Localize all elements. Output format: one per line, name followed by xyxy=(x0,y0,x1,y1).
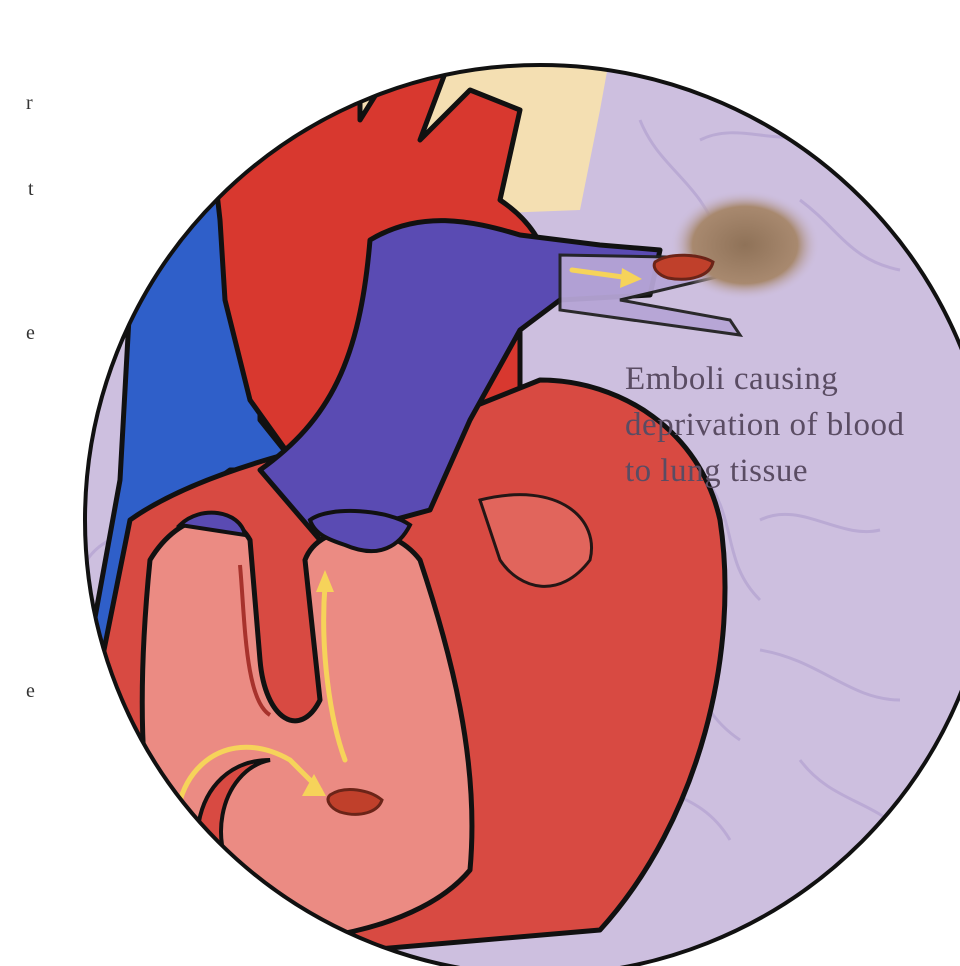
cropped-text-fragment: r xyxy=(26,92,33,115)
cropped-text-fragment: t xyxy=(28,178,34,201)
embolus-icon xyxy=(328,790,382,815)
cropped-text-fragment: e xyxy=(26,322,35,345)
caption-line: deprivation of blood xyxy=(625,402,955,448)
caption-line: Emboli causing xyxy=(625,356,955,402)
infarct-area xyxy=(670,190,820,300)
right-ventricle xyxy=(142,517,472,942)
caption-line: to lung tissue xyxy=(625,448,955,494)
emboli-caption: Emboli causing deprivation of blood to l… xyxy=(625,356,955,494)
cropped-text-fragment: e xyxy=(26,680,35,703)
